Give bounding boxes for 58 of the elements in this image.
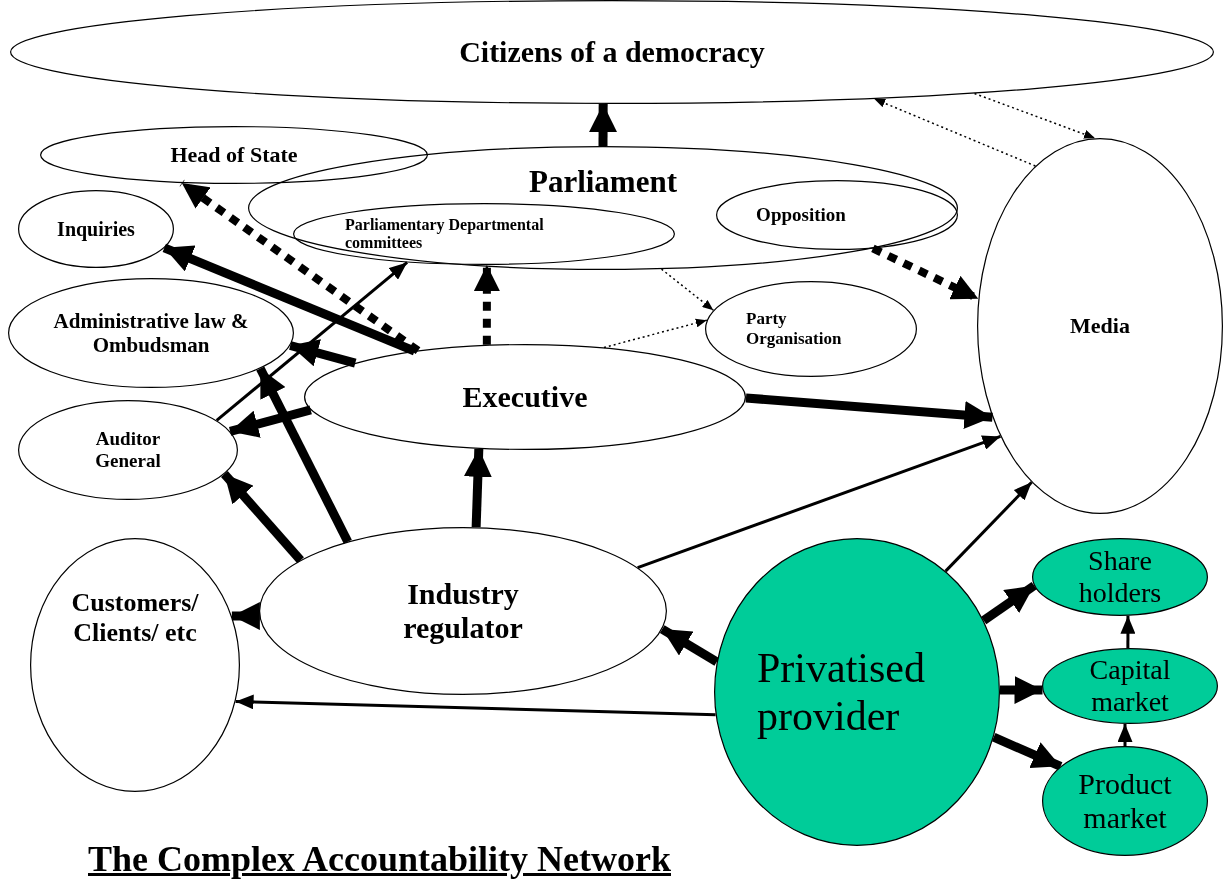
ellipse-node — [293, 203, 675, 265]
ellipse-node — [714, 538, 1000, 846]
arrow — [944, 481, 1033, 573]
ellipse-node — [259, 527, 667, 695]
node-label: Privatised provider — [757, 643, 926, 741]
node-label: Inquiries — [57, 217, 135, 241]
ellipse-node — [1032, 538, 1208, 616]
ellipse-node — [705, 281, 917, 377]
ellipse-node — [977, 138, 1223, 514]
arrow — [973, 92, 1096, 139]
node-label: Media — [1070, 313, 1130, 339]
ellipse-node — [8, 278, 294, 388]
node-label: Auditor General — [94, 428, 162, 472]
arrow — [463, 448, 492, 528]
arrow — [981, 581, 1037, 625]
ellipse-node — [18, 400, 238, 500]
node-label: Parliament — [528, 164, 678, 200]
arrow — [231, 602, 260, 631]
node-label: Citizens of a democracy — [459, 34, 765, 70]
arrow — [1117, 723, 1133, 746]
ellipse-node — [10, 0, 1214, 104]
ellipse-node — [1042, 746, 1208, 856]
ellipse-node — [304, 344, 746, 450]
arrow — [603, 318, 708, 349]
node-label: Party Organisation — [746, 309, 843, 349]
ellipse-node — [18, 190, 174, 268]
arrow — [235, 694, 716, 717]
arrow — [871, 244, 981, 303]
arrow — [256, 366, 352, 544]
node-label: Head of State — [170, 142, 298, 168]
node-label: Parliamentary Departmental committees — [345, 215, 545, 253]
arrow — [1120, 615, 1136, 648]
node-label: Customers/ Clients/ etc — [70, 588, 200, 648]
ellipse-node — [716, 180, 958, 250]
ellipse-node — [40, 126, 428, 184]
arrow — [745, 393, 993, 429]
arrow — [228, 405, 312, 438]
node-label: Executive — [462, 379, 588, 415]
arrow — [999, 676, 1043, 705]
arrow — [660, 268, 715, 311]
ellipse-node — [248, 146, 958, 270]
arrow — [991, 733, 1063, 771]
ellipse-node — [30, 538, 240, 792]
node-label: Capital market — [1088, 653, 1172, 719]
node-label: Share holders — [1077, 544, 1163, 610]
arrow — [179, 179, 421, 354]
arrow — [221, 471, 304, 564]
arrow — [589, 103, 618, 146]
node-label: Industry regulator — [402, 576, 524, 646]
arrow — [162, 243, 417, 356]
ellipse-node — [1042, 648, 1218, 724]
node-label: Opposition — [755, 204, 847, 226]
node-label: Administrative law & Ombudsman — [52, 308, 250, 358]
arrow — [873, 98, 1037, 167]
node-label: Product market — [1077, 766, 1173, 836]
arrow — [637, 435, 1001, 569]
caption: The Complex Accountability Network — [88, 838, 671, 880]
arrow — [215, 261, 409, 422]
